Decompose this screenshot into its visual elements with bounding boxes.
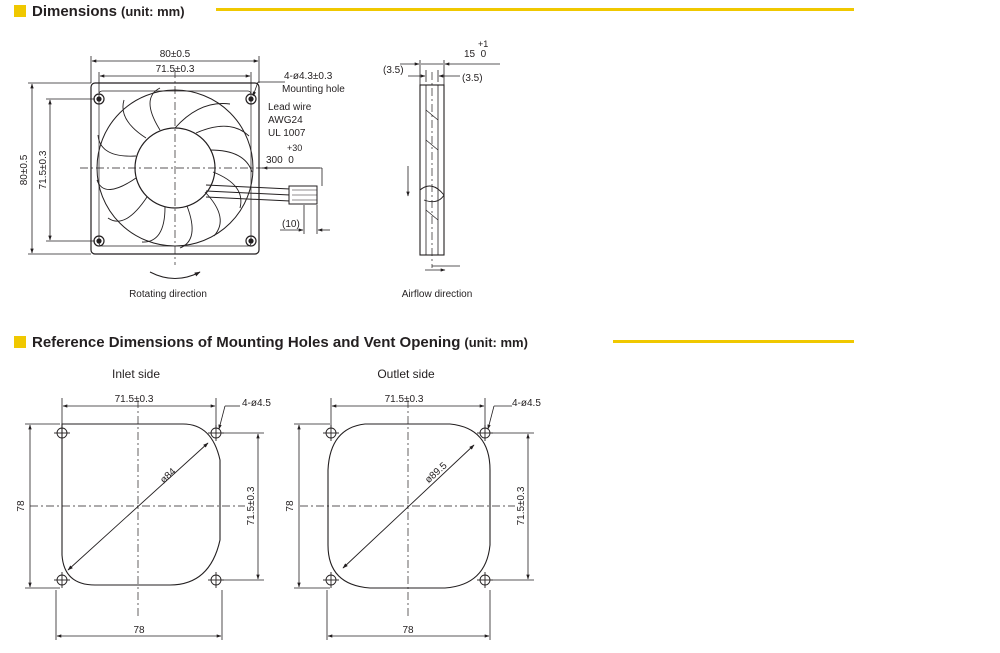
inlet-diameter: ø84 [158, 466, 178, 486]
front-width-holes: 71.5±0.3 [156, 64, 195, 75]
dimensions-header: Dimensions (unit: mm) [14, 0, 185, 22]
airflow-direction-label: Airflow direction [402, 289, 473, 300]
section-marker-icon [14, 5, 26, 17]
inlet-width: 78 [133, 625, 145, 636]
outlet-height-holes: 71.5±0.3 [516, 486, 527, 525]
depth-tolerance: +1 [478, 39, 488, 49]
dimensions-rule [216, 8, 854, 11]
flange-left: (3.5) [383, 65, 404, 76]
front-dimensions [28, 56, 330, 255]
section-marker-icon [14, 336, 26, 348]
fan-side-view [419, 72, 445, 268]
reference-unit: (unit: mm) [464, 334, 528, 350]
flange-right: (3.5) [462, 73, 483, 84]
inlet-vent-drawing [30, 400, 245, 618]
inlet-height-holes: 71.5±0.3 [246, 486, 257, 525]
mounting-hole-label: Mounting hole [282, 84, 345, 95]
reference-header: Reference Dimensions of Mounting Holes a… [14, 331, 528, 353]
dimensions-unit: (unit: mm) [121, 3, 185, 19]
outlet-hole-spec: 4-ø4.5 [512, 398, 541, 409]
inlet-side-label: Inlet side [112, 367, 160, 381]
lead-wire-awg: AWG24 [268, 115, 303, 126]
wire-length-tolerance: +30 [287, 143, 302, 153]
dimensions-title: Dimensions [32, 2, 118, 20]
fan-blades [96, 87, 253, 249]
mounting-hole-icon [54, 425, 224, 588]
front-height-holes: 71.5±0.3 [38, 150, 49, 189]
wire-length: 300 0 [266, 155, 294, 166]
outlet-width-holes: 71.5±0.3 [385, 394, 424, 405]
outlet-diameter: ø89.5 [423, 460, 450, 486]
inlet-hole-spec: 4-ø4.5 [242, 398, 271, 409]
mounting-hole-spec: 4-ø4.3±0.3 [284, 71, 333, 82]
lead-wire [205, 184, 318, 205]
mounting-hole-icon [93, 93, 257, 247]
outlet-dimensions [294, 398, 534, 640]
depth: 15 0 [464, 49, 487, 60]
outlet-width: 78 [402, 625, 414, 636]
reference-title: Reference Dimensions of Mounting Holes a… [32, 333, 461, 351]
inlet-width-holes: 71.5±0.3 [115, 394, 154, 405]
outlet-height: 78 [285, 500, 296, 512]
inlet-dimensions [25, 398, 264, 640]
lead-wire-label: Lead wire [268, 102, 312, 113]
reference-rule [613, 340, 854, 343]
lead-wire-ul: UL 1007 [268, 128, 306, 139]
connector-length: (10) [282, 219, 300, 230]
inlet-height: 78 [16, 500, 27, 512]
outlet-vent-drawing [300, 400, 515, 618]
outlet-side-label: Outlet side [377, 367, 435, 381]
fan-front-view [80, 70, 318, 279]
front-width-outer: 80±0.5 [160, 49, 191, 60]
rotating-direction-label: Rotating direction [129, 289, 207, 300]
side-dimensions [400, 60, 500, 272]
mounting-hole-icon [323, 425, 493, 588]
front-height-outer: 80±0.5 [19, 154, 30, 185]
